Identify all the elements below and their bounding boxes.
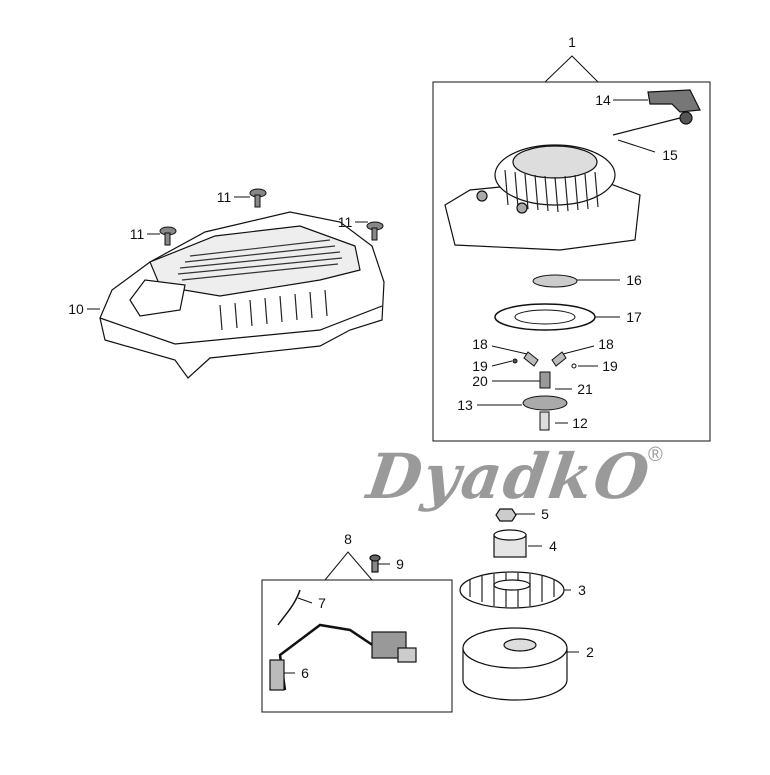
callout-21: 21 xyxy=(577,381,593,397)
callout-4: 4 xyxy=(549,538,557,554)
callout-19-right: 19 xyxy=(602,358,618,374)
callout-12: 12 xyxy=(572,415,588,431)
callout-11-left: 11 xyxy=(129,226,145,242)
assembly-1-box xyxy=(432,81,711,442)
flywheel-parts xyxy=(459,508,568,701)
callout-2: 2 xyxy=(586,644,594,660)
assembly-8-box xyxy=(261,579,453,713)
callout-18-left: 18 xyxy=(472,336,488,352)
callout-9: 9 xyxy=(396,556,404,572)
callout-19-left: 19 xyxy=(472,358,488,374)
callout-8: 8 xyxy=(344,531,352,547)
callout-3: 3 xyxy=(578,582,586,598)
callout-11-right: 11 xyxy=(337,214,353,230)
callout-13: 13 xyxy=(457,397,473,413)
screw-parts xyxy=(159,188,384,246)
registered-mark: ® xyxy=(648,444,663,466)
callout-16: 16 xyxy=(626,272,642,288)
recoil-starter-part xyxy=(444,89,701,251)
assembly-1-bracket xyxy=(544,55,599,83)
callout-14: 14 xyxy=(595,92,611,108)
callout-10: 10 xyxy=(68,301,84,317)
ignition-coil-parts xyxy=(269,554,417,691)
callout-17: 17 xyxy=(626,309,642,325)
callout-18-right: 18 xyxy=(598,336,614,352)
callout-5: 5 xyxy=(541,506,549,522)
brand-logo: DyadkO xyxy=(362,440,656,513)
assembly-8-bracket xyxy=(324,551,373,581)
callout-15: 15 xyxy=(662,147,678,163)
leader-lines xyxy=(87,99,656,674)
callout-11-top: 11 xyxy=(216,189,232,205)
callout-20: 20 xyxy=(472,373,488,389)
starter-internal-parts xyxy=(494,274,596,431)
callout-6: 6 xyxy=(301,665,309,681)
callout-7: 7 xyxy=(318,595,326,611)
callout-1: 1 xyxy=(568,34,576,50)
engine-cover-part xyxy=(99,211,385,379)
